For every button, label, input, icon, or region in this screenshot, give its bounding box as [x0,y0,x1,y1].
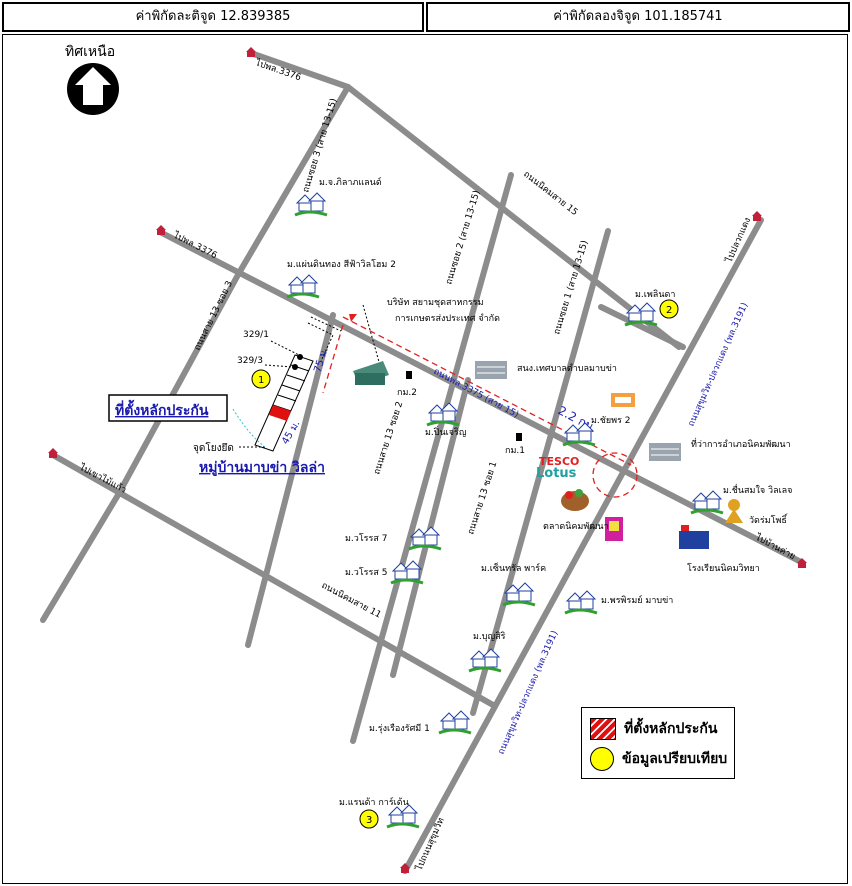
road-sukhumvit [402,217,764,874]
comparison-marker-2: 2 [659,299,679,319]
svg-text:3: 3 [366,815,372,826]
place-varot5: ม.วโรรส 5 [345,567,387,578]
house-icon [408,526,442,551]
place-pornphirom: ม.พรพิรมย์ มาบข่า [601,594,673,606]
north-label: ทิศเหนือ [65,44,116,60]
house-icon [426,402,460,427]
subject-parcel [254,316,342,452]
place-araya: ม.แรนด้า การ์เด้น [339,796,409,808]
label-sukhumvit-upper: ถนนสุขุมวิท-ปลวกแดง (พล.3191) [686,301,751,428]
temple-icon [725,499,743,523]
north-arrow-icon [67,63,119,115]
place-rungrueang: ม.รุ่งเรืองรัศมี 1 [369,723,430,734]
legend-compare: ข้อมูลเปรียบเทียบ [590,746,727,772]
latitude-cell: ค่าพิกัดละติจูด 12.839385 [2,2,424,32]
landmark-label: จุดโยงยึด [193,441,234,454]
comparison-marker-3: 3 [359,809,379,829]
hatch-swatch-icon [590,718,616,740]
bank-icon [611,393,635,407]
arrowhead-icon [349,314,357,322]
house-icon [386,804,420,829]
road-sai13-soi2 [245,312,336,648]
office-building-icon [475,361,507,379]
map-legend: ที่ตั้งหลักประกัน ข้อมูลเปรียบเทียบ [581,707,735,779]
road-soi2 [350,172,514,744]
place-varot7: ม.วโรรส 7 [345,533,387,544]
label-to-baankhai: ไปบ้านค่าย [753,531,797,562]
place-company-line2: การเกษตรส่งประเทศ จำกัด [395,313,500,324]
road-nikhom-sai15 [345,84,682,350]
subject-title-box [108,394,228,422]
house-icon [624,302,658,327]
road-soi1 [470,228,611,716]
coordinates-header: ค่าพิกัดละติจูด 12.839385 ค่าพิกัดลองจิจ… [0,0,852,32]
place-chuensomjai: ม.ชื่นสมใจ วิลเลจ [723,483,792,496]
place-office: ที่ว่าการอำเภอนิคมพัฒนา [691,437,791,450]
factory-icon [353,361,389,385]
svg-text:1: 1 [258,375,264,386]
place-jpl-land: ม.จ.ภิลาภแลนด์ [319,176,382,188]
village-icons [286,192,724,829]
place-school: โรงเรียนนิคมวิทยา [687,563,760,574]
village-label: หมู่บ้านมาบข่า วิลล่า [199,460,325,476]
house-icon [438,710,472,735]
school-icon [679,525,709,549]
plot-329-1: 329/1 [243,330,269,340]
label-soi2: ถนนซอย 2 (สาย 13-15) [444,189,482,286]
distance-lines [322,316,638,498]
label-to-khaomaikaeo: ไปเขาไม้แก้ว [77,461,128,495]
place-central: ม.เซ็นทรัล พาร์ค [481,561,546,574]
place-company-line1: บริษัท สยามชุดสาหกรรม [387,297,484,308]
place-chaiporn: ม.ชัยพร 2 [591,416,631,426]
place-saensin: ม.แผ่นดินทอง สีฟ้าวิลโฮม 2 [287,259,396,270]
longitude-cell: ค่าพิกัดลองจิจูด 101.185741 [426,2,850,32]
house-icon [390,560,424,585]
road-end-markers [48,47,807,873]
place-pinnan: ม.เพลินดา [635,289,675,300]
label-to-pl3376-left: ไปพล.3376 [171,229,219,261]
plot-329-3: 329/3 [237,356,263,366]
road-sai13-soi3 [115,270,242,498]
label-sai13-soi2: ถนนสาย 13 ซอย 2 [372,400,405,475]
place-wat: วัดร่มโพธิ์ [749,513,788,526]
label-nikhom-sai15: ถนนนิคมสาย 15 [521,169,580,218]
shop-icon [605,517,623,541]
distance-75m: 75 ม. [312,346,330,374]
house-icon [562,422,596,447]
road-nikhom-sai11 [50,452,496,708]
label-sai13-soi3: ถนนสาย 13 ซอย 3 [193,280,235,353]
label-sai13-soi1: ถนนสาย 13 ซอย 1 [466,460,499,535]
house-icon [690,490,724,515]
market-basket-icon [561,489,589,511]
location-map: ไปพล.3376 ไปพล.3376 ถนนซอย 3 (สาย 13-15)… [2,34,848,884]
house-icon [294,192,328,217]
yellow-dot-icon [590,747,614,771]
lotus-label: Lotus [536,466,577,481]
place-km2: กม.2 [397,388,417,398]
house-icon [502,582,536,607]
road-soi3 [236,84,351,276]
place-pinjaroen: ม.ปิ่นเจริญ [425,425,467,438]
district-office-icon [649,443,681,461]
place-km1: กม.1 [505,446,525,456]
road-plurnda [598,304,686,350]
house-icon [468,648,502,673]
comparison-marker-1: 1 [251,369,271,389]
house-icon [286,274,320,299]
road-network [40,50,806,874]
subject-title: ที่ตั้งหลักประกัน [115,399,209,419]
legend-subject: ที่ตั้งหลักประกัน [590,716,717,742]
road-pl3376-top [248,50,351,90]
svg-text:2: 2 [666,305,672,316]
place-boonsiri: ม.บุญสิริ [473,631,506,642]
house-icon [564,590,598,615]
map-canvas: ไปพล.3376 ไปพล.3376 ถนนซอย 3 (สาย 13-15)… [40,47,807,874]
place-market: ตลาดนิคมพัฒนา [543,521,609,532]
km-post-icon [406,371,522,441]
road-sai13-soi3-ext [40,492,121,623]
place-osotho: สนง.เทศบาลตำบลมาบข่า [517,363,617,374]
tesco-label: TESCO [539,455,579,468]
